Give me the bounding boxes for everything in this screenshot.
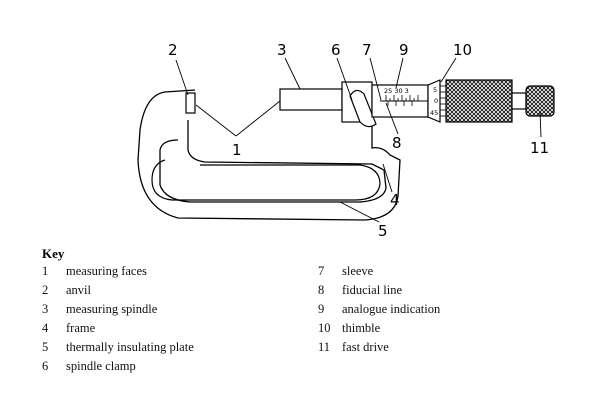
key-title: Key bbox=[42, 246, 65, 261]
key-item-5: 5 thermally insulating plate bbox=[42, 340, 194, 355]
spindle-clamp-lever bbox=[349, 89, 377, 128]
thimble-scale-label-5: 5 bbox=[433, 86, 437, 94]
key-item-label: fast drive bbox=[342, 340, 389, 354]
key-item-number: 7 bbox=[318, 264, 325, 278]
callout-4: 4 bbox=[390, 191, 400, 209]
key-item-6: 6 spindle clamp bbox=[42, 359, 136, 374]
key-item-label: frame bbox=[66, 321, 96, 335]
key-item-number: 4 bbox=[42, 321, 49, 335]
micrometer-diagram: 25 30 3 5 0 45 1 2 3 4 5 6 7 8 9 10 11 bbox=[137, 41, 555, 240]
leader-lines bbox=[175, 57, 542, 223]
key-item-11: 11 fast drive bbox=[318, 340, 389, 355]
sleeve-ticks bbox=[385, 95, 419, 106]
key-item-8: 8 fiducial line bbox=[318, 283, 402, 298]
fast-drive bbox=[525, 85, 555, 117]
key-item-4: 4 frame bbox=[42, 321, 95, 336]
thimble-ticks bbox=[440, 85, 446, 117]
key-item-label: thermally insulating plate bbox=[66, 340, 194, 354]
callout-10: 10 bbox=[453, 41, 472, 59]
insulating-plate bbox=[151, 159, 381, 201]
key-item-label: measuring spindle bbox=[66, 302, 158, 316]
key-item-label: anvil bbox=[66, 283, 91, 297]
callout-2: 2 bbox=[168, 41, 178, 59]
frame-inner-outline bbox=[159, 120, 387, 203]
key-item-label: spindle clamp bbox=[66, 359, 136, 373]
callout-3: 3 bbox=[277, 41, 287, 59]
key-item-label: measuring faces bbox=[66, 264, 147, 278]
key-item-number: 10 bbox=[318, 321, 331, 335]
callout-1: 1 bbox=[232, 141, 242, 159]
callout-5: 5 bbox=[378, 222, 388, 240]
key-item-3: 3 measuring spindle bbox=[42, 302, 157, 317]
key-item-number: 11 bbox=[318, 340, 331, 354]
thimble-scale-label-0: 0 bbox=[434, 97, 438, 105]
key-item-label: analogue indication bbox=[342, 302, 441, 316]
callout-8: 8 bbox=[392, 134, 402, 152]
key-item-number: 8 bbox=[318, 283, 325, 297]
key-item-number: 5 bbox=[42, 340, 49, 354]
callout-7: 7 bbox=[362, 41, 372, 59]
key-item-number: 9 bbox=[318, 302, 325, 316]
key-item-7: 7 sleeve bbox=[318, 264, 373, 279]
key-item-1: 1 measuring faces bbox=[42, 264, 147, 279]
fast-drive-neck bbox=[511, 92, 527, 110]
key-item-number: 2 bbox=[42, 283, 49, 297]
key-item-label: fiducial line bbox=[342, 283, 403, 297]
measuring-spindle bbox=[279, 88, 343, 111]
thimble-bevel bbox=[427, 79, 441, 123]
key-item-label: thimble bbox=[342, 321, 381, 335]
sleeve-scale-label: 25 30 3 bbox=[384, 87, 409, 95]
key-item-number: 3 bbox=[42, 302, 49, 316]
key-item-number: 1 bbox=[42, 264, 49, 278]
thimble-knurl bbox=[445, 79, 513, 123]
callout-9: 9 bbox=[399, 41, 409, 59]
key-item-2: 2 anvil bbox=[42, 283, 91, 298]
key-item-number: 6 bbox=[42, 359, 49, 373]
key-item-10: 10 thimble bbox=[318, 321, 380, 336]
key-item-9: 9 analogue indication bbox=[318, 302, 440, 317]
anvil bbox=[185, 92, 196, 114]
key-item-label: sleeve bbox=[342, 264, 374, 278]
callout-11: 11 bbox=[530, 139, 549, 157]
frame-outline bbox=[137, 89, 401, 221]
thimble-scale-label-45: 45 bbox=[430, 109, 438, 117]
callout-6: 6 bbox=[331, 41, 341, 59]
